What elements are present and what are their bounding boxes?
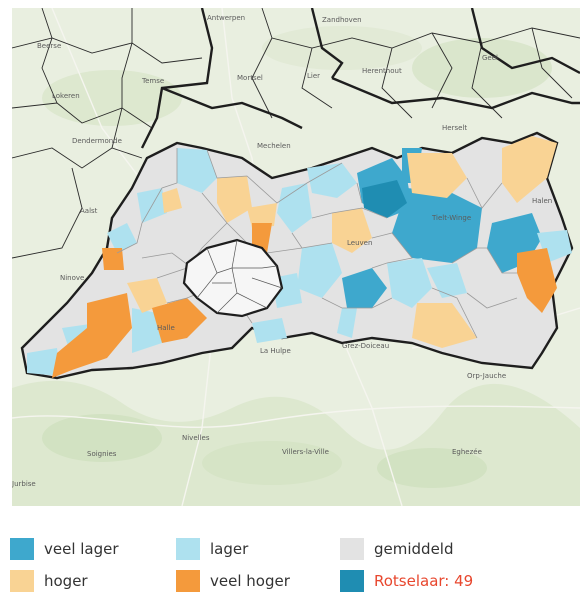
municipality-lager[interactable] (387, 258, 432, 308)
outer-municipality-borders (12, 8, 580, 259)
municipality-veel-hoger[interactable] (102, 248, 124, 270)
legend-item-selected: Rotselaar: 49 (340, 570, 473, 592)
municipality-lager[interactable] (252, 318, 287, 343)
legend-item-veel-lager: veel lager (10, 538, 119, 560)
place-label: Ninove (60, 274, 84, 282)
legend-swatch-veel-hoger (176, 570, 200, 592)
legend-label: lager (210, 540, 249, 558)
legend-item-veel-hoger: veel hoger (176, 570, 290, 592)
place-label: Soignies (87, 450, 117, 458)
municipality-lager[interactable] (27, 348, 60, 376)
municipality-hoger[interactable] (407, 153, 467, 198)
municipality-veel-lager[interactable] (342, 268, 387, 308)
municipality-hoger[interactable] (217, 176, 252, 223)
municipality-lager[interactable] (297, 243, 342, 298)
place-label: Lokeren (52, 92, 80, 100)
legend-swatch-selected (340, 570, 364, 592)
legend-label: veel hoger (210, 572, 290, 590)
place-label: Orp-Jauche (467, 372, 506, 380)
municipality-lager[interactable] (277, 183, 312, 233)
municipality-hoger[interactable] (412, 303, 477, 348)
place-label: Mortsel (237, 74, 263, 82)
place-label: Aalst (80, 207, 98, 215)
place-label: Lier (307, 72, 320, 80)
legend-label-selected: Rotselaar: 49 (374, 572, 474, 590)
municipality-lager[interactable] (107, 223, 137, 253)
place-label: La Hulpe (260, 347, 291, 355)
place-label: Halen (532, 197, 552, 205)
place-label: Temse (141, 77, 164, 85)
municipality-veel-hoger[interactable] (152, 298, 207, 343)
place-label: Nivelles (182, 434, 210, 442)
legend-label: hoger (44, 572, 88, 590)
place-label: Mechelen (257, 142, 291, 150)
place-label: Zandhoven (322, 16, 362, 24)
municipality-hoger[interactable] (162, 188, 182, 213)
municipality-veel-hoger[interactable] (52, 293, 132, 378)
brussels-municipality-borders (196, 239, 283, 314)
municipality-rotselaar[interactable] (362, 180, 407, 218)
place-label: Herenthout (362, 67, 402, 75)
forest-patches (12, 26, 580, 506)
province-municipalities[interactable] (20, 131, 574, 380)
place-label: Tielt-Winge (431, 214, 471, 222)
place-label: Beerse (37, 42, 61, 50)
legend: veel lager lager gemiddeld hoger veel ho… (0, 528, 582, 599)
place-label: Herselt (442, 124, 467, 132)
province-borders (140, 8, 580, 149)
municipality-lager[interactable] (337, 308, 357, 338)
municipality-lager[interactable] (132, 308, 162, 353)
legend-item-lager: lager (176, 538, 248, 560)
place-label: Halle (157, 324, 175, 332)
municipality-lager[interactable] (427, 263, 467, 298)
municipality-hoger[interactable] (502, 136, 557, 203)
legend-swatch-hoger (10, 570, 34, 592)
municipality-veel-hoger[interactable] (517, 248, 557, 313)
legend-label: gemiddeld (374, 540, 454, 558)
place-label: Villers-la-Ville (282, 448, 329, 456)
municipality-hoger[interactable] (127, 278, 167, 313)
place-label: Grez-Doiceau (342, 342, 389, 350)
brussels-region[interactable] (182, 238, 284, 318)
legend-item-gemiddeld: gemiddeld (340, 538, 454, 560)
place-label: Geel (482, 54, 498, 62)
place-label: Eghezée (452, 448, 482, 456)
place-label: Antwerpen (207, 14, 245, 22)
municipality-veel-lager[interactable] (392, 188, 482, 263)
legend-swatch-veel-lager (10, 538, 34, 560)
legend-item-hoger: hoger (10, 570, 88, 592)
municipality-hoger[interactable] (332, 208, 372, 253)
legend-label: veel lager (44, 540, 119, 558)
municipality-lager[interactable] (177, 148, 217, 193)
legend-swatch-lager (176, 538, 200, 560)
place-label: Dendermonde (72, 137, 122, 145)
municipality-hoger[interactable] (247, 203, 277, 228)
place-label: Leuven (347, 239, 372, 247)
legend-swatch-gemiddeld (340, 538, 364, 560)
municipality-lager[interactable] (307, 163, 357, 198)
place-label: Jurbise (12, 480, 36, 488)
